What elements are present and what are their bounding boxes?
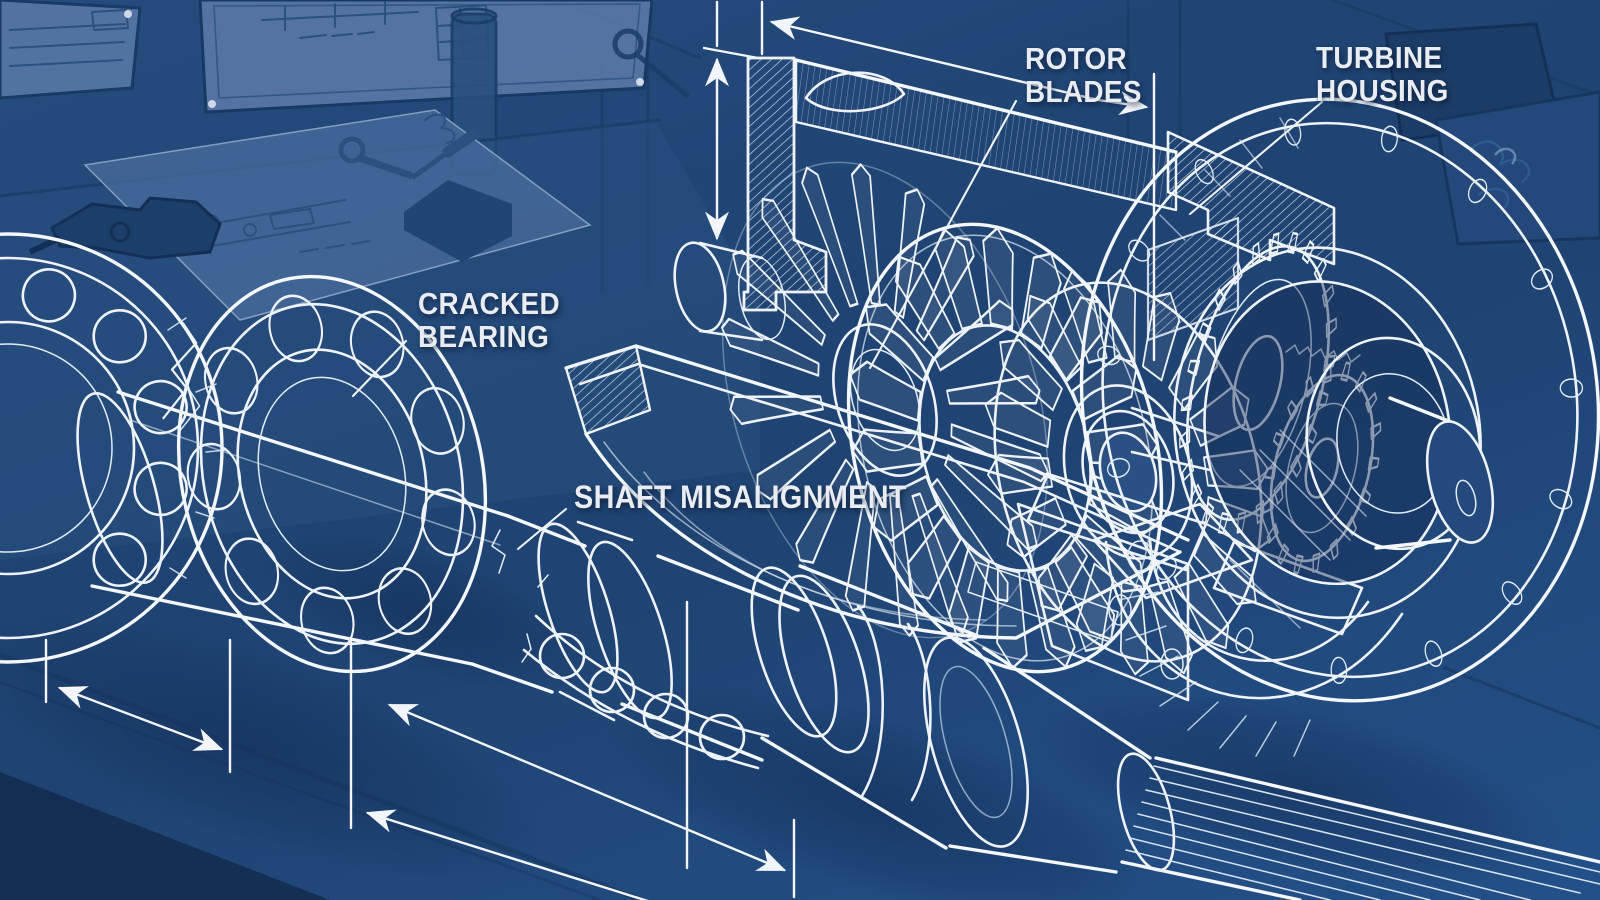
label-line: SHAFT MISALIGNMENT	[574, 479, 907, 515]
pinned-board-large	[198, 0, 654, 114]
screwdriver-sketch	[410, 128, 480, 181]
dimension-arrow-offset-center	[387, 703, 787, 872]
label-line: BLADES	[1025, 74, 1142, 109]
rag-scribble	[1469, 140, 1531, 209]
gear-large	[1178, 231, 1338, 535]
label-line: HOUSING	[1316, 73, 1449, 108]
pinned-board-small	[0, 0, 142, 100]
splined-shaft	[1120, 756, 1600, 900]
label-line: ROTOR	[1025, 41, 1128, 76]
leader-lines	[351, 99, 1324, 551]
flange-hatch	[1159, 117, 1367, 629]
workbench	[0, 109, 760, 560]
desk-tool-box	[404, 180, 512, 262]
blueprint-sheet	[83, 109, 592, 321]
leader-turbine-housing	[1188, 100, 1324, 216]
gear-rack	[1285, 344, 1361, 363]
turbine-housing-flange	[1079, 97, 1600, 757]
dimension-annotations	[44, 0, 1156, 900]
leader-shaft-misalignment	[516, 507, 568, 551]
wrench-sketch	[338, 136, 414, 180]
dimension-arrow-offset-right	[365, 809, 649, 900]
storage-boxes	[1384, 22, 1600, 246]
dimension-tick	[702, 46, 760, 60]
saddle-block	[1092, 502, 1404, 757]
label-shaft-misalignment: SHAFT MISALIGNMENT	[574, 481, 907, 514]
label-line: BEARING	[418, 319, 550, 354]
dimension-arrow-rotor-span	[769, 16, 1149, 116]
label-line: CRACKED	[418, 286, 561, 321]
gear-train	[967, 231, 1382, 643]
misaligned-shaft	[76, 390, 800, 762]
shaft-crack-marks	[491, 529, 549, 663]
cracked-bearing-part	[162, 274, 488, 674]
label-line: TURBINE	[1316, 40, 1443, 75]
dimension-arrow-offset-left	[57, 686, 224, 751]
label-turbine-housing: TURBINE HOUSING	[1316, 41, 1449, 107]
label-rotor-blades: ROTOR BLADES	[1025, 42, 1142, 108]
label-cracked-bearing: CRACKED BEARING	[418, 287, 560, 353]
mounting-slabs	[967, 472, 1364, 643]
bearing-crack	[162, 322, 201, 433]
leader-rotor-blades	[868, 99, 1018, 370]
leader-cracked-bearing	[351, 339, 408, 398]
machinery-drawing	[0, 56, 1600, 900]
gear-small	[1262, 361, 1382, 575]
output-shaft-stub	[1374, 396, 1495, 550]
hanging-wrench-sketch	[612, 28, 690, 98]
